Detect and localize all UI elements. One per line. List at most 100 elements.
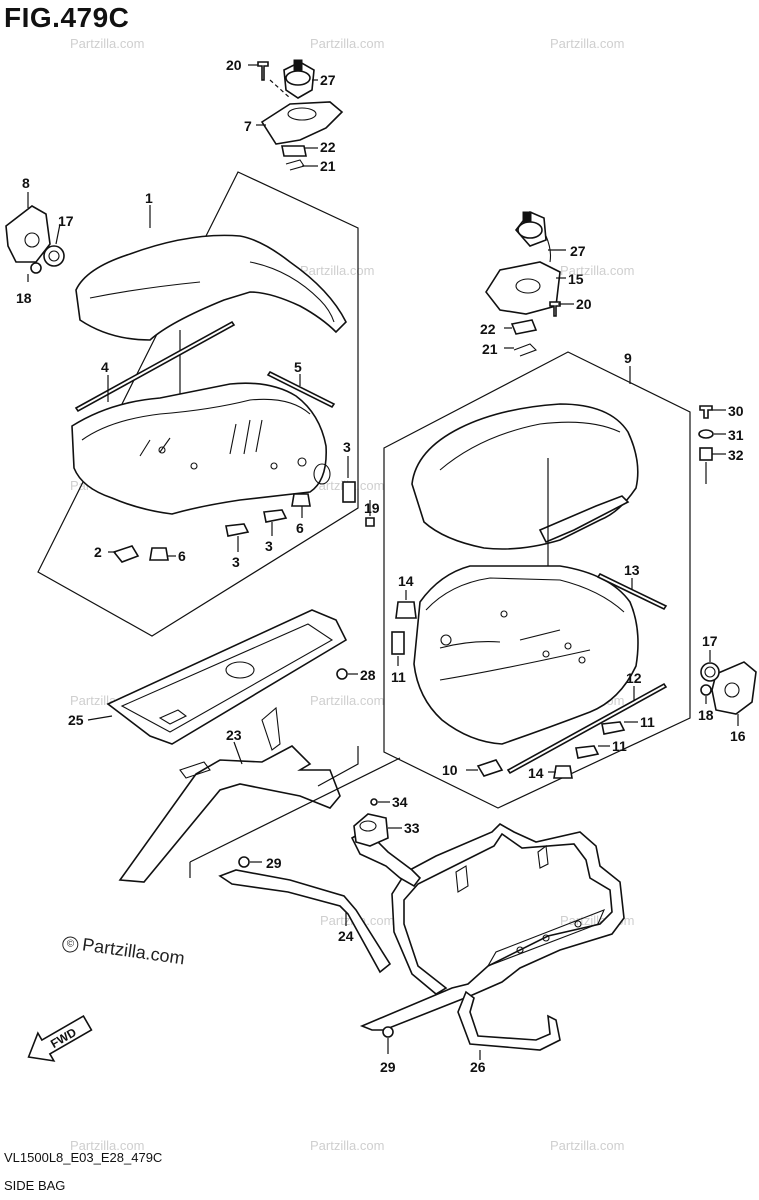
callout-14: 14	[398, 573, 414, 589]
clip-10	[476, 759, 504, 777]
callout-17: 17	[58, 213, 74, 229]
seal-17b	[700, 662, 720, 682]
screw-20b	[549, 301, 561, 317]
washer-22a	[281, 145, 307, 157]
watermark-text: Partzilla.com	[310, 693, 384, 708]
callout-11: 11	[612, 738, 627, 754]
callout-18: 18	[698, 707, 714, 723]
callout-26: 26	[470, 1059, 486, 1075]
trim-strip-12	[506, 682, 668, 775]
clip-2	[112, 545, 140, 563]
callout-20: 20	[576, 296, 592, 312]
washer-31	[698, 429, 714, 439]
callout-33: 33	[404, 820, 420, 836]
callout-20: 20	[226, 57, 242, 73]
callout-22: 22	[480, 321, 496, 337]
nut-clip-11b	[601, 721, 626, 735]
figure-code: VL1500L8_E03_E28_479C	[4, 1150, 163, 1165]
assembly-box-9	[383, 351, 691, 809]
forward-direction-arrow: FWD	[27, 1014, 93, 1062]
callout-21: 21	[320, 158, 336, 174]
front-bracket-23	[118, 745, 341, 883]
top-lock-assembly: 20 27 7 22 21	[226, 57, 344, 174]
right-bag-shell	[413, 565, 639, 745]
callout-10: 10	[442, 762, 458, 778]
callout-28: 28	[360, 667, 376, 683]
left-bag-assembly: 1 4 5 3 2 6 3	[37, 171, 359, 637]
callout-27: 27	[570, 243, 586, 259]
callout-32: 32	[728, 447, 744, 463]
callout-16: 16	[730, 728, 746, 744]
screw-30	[699, 405, 713, 419]
spring-19	[365, 517, 375, 527]
mounting-plate-25	[106, 609, 348, 745]
screw-20a	[257, 61, 269, 81]
lock-cover-15	[485, 261, 561, 315]
callout-13: 13	[624, 562, 640, 578]
callout-7: 7	[244, 118, 252, 134]
callout-3: 3	[343, 439, 351, 455]
watermark-text: Partzilla.com	[70, 36, 144, 51]
washer-18a	[30, 262, 42, 274]
figure-name: SIDE BAG	[4, 1178, 66, 1193]
callout-27: 27	[320, 72, 336, 88]
right-hinge-assembly: 17 18 16	[698, 633, 757, 744]
callout-2: 2	[94, 544, 102, 560]
fwd-arrow-shape	[27, 1014, 93, 1062]
callout-31: 31	[728, 427, 744, 443]
grommet-6a	[149, 547, 169, 561]
front-bracket-group: 23	[118, 706, 359, 883]
lid-handle	[538, 495, 630, 544]
callout-29: 29	[266, 855, 282, 871]
callout-18: 18	[16, 290, 32, 306]
main-frame-group: 34 33 29 26	[350, 794, 625, 1075]
seal-17a	[43, 245, 65, 267]
collar-32	[699, 447, 713, 461]
callout-3: 3	[265, 538, 273, 554]
nut-clip-3b	[225, 523, 250, 537]
watermark-text: Partzilla.com	[300, 263, 374, 278]
callout-12: 12	[626, 670, 642, 686]
callout-6: 6	[296, 520, 304, 536]
trim-strip-4	[74, 320, 236, 413]
watermark-text: Partzilla.com	[560, 263, 634, 278]
watermark-text: Partzilla.com	[70, 1138, 144, 1153]
grommet-14b	[553, 765, 573, 779]
callout-19: 19	[364, 500, 380, 516]
right-bag-assembly: 9 13 12 19 14 11 11	[364, 350, 691, 809]
watermark-text: Partzilla.com	[310, 36, 384, 51]
grommet-14a	[395, 601, 417, 619]
bolt-29a	[238, 856, 250, 868]
callout-24: 24	[338, 928, 354, 944]
clip-21b	[513, 343, 537, 357]
main-frame-26	[359, 823, 625, 1031]
watermark-text: Partzilla.com	[550, 1138, 624, 1153]
callout-34: 34	[392, 794, 408, 810]
callout-11: 11	[391, 669, 406, 685]
callout-30: 30	[728, 403, 744, 419]
callout-9: 9	[624, 350, 632, 366]
grommet-6b	[291, 493, 311, 507]
washer-22b	[510, 319, 538, 335]
callout-5: 5	[294, 359, 302, 375]
callout-1: 1	[145, 190, 153, 206]
nut-clip-3c	[263, 509, 288, 523]
callout-14: 14	[528, 765, 544, 781]
callout-6: 6	[178, 548, 186, 564]
frame-loop	[457, 990, 561, 1051]
callout-22: 22	[320, 139, 336, 155]
callout-3: 3	[232, 554, 240, 570]
callout-29: 29	[380, 1059, 396, 1075]
callout-8: 8	[22, 175, 30, 191]
left-bag-shell	[71, 382, 327, 515]
callout-21: 21	[482, 341, 498, 357]
callout-15: 15	[568, 271, 584, 287]
callout-25: 25	[68, 712, 84, 728]
callout-11: 11	[640, 714, 655, 730]
hinge-cover-16	[711, 661, 757, 715]
left-bag-lid	[75, 234, 347, 341]
bracket-11a	[391, 631, 405, 655]
bolt-29b	[382, 1026, 394, 1038]
watermark-text: Partzilla.com	[310, 1138, 384, 1153]
